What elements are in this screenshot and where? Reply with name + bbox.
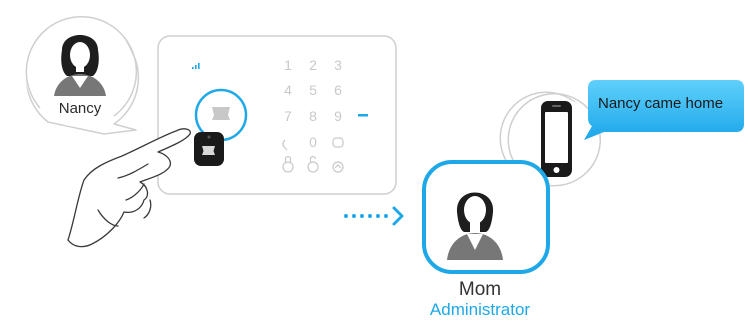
- key-6: 6: [334, 82, 342, 98]
- smartphone-icon: [541, 101, 572, 177]
- unlock-key-icon: [307, 155, 319, 173]
- key-0: 0: [309, 134, 317, 150]
- lock-key-icon: [282, 155, 294, 173]
- hand-icon: [67, 128, 191, 248]
- recipient-name-label: Mom: [458, 279, 502, 300]
- sos-key-icon: [332, 137, 344, 148]
- rfid-tag: [194, 132, 224, 166]
- signal-icon: [192, 63, 200, 69]
- mom-avatar-icon: [447, 192, 503, 260]
- keypad-indicator: [358, 114, 368, 117]
- sms-bubble: [584, 80, 744, 140]
- key-1: 1: [284, 57, 292, 73]
- nancy-name-label: Nancy: [58, 100, 102, 117]
- notification-message: Nancy came home: [598, 95, 724, 112]
- key-5: 5: [309, 82, 317, 98]
- key-2: 2: [309, 57, 317, 73]
- rfid-reader-icon: [212, 107, 230, 120]
- home-key-icon: [332, 161, 344, 173]
- alarm-panel: 1 2 3 4 5 6 7 8 9 0: [157, 35, 397, 195]
- recipient-role-label: Administrator: [429, 300, 531, 319]
- key-8: 8: [309, 108, 317, 124]
- flow-arrow: [344, 206, 404, 226]
- key-9: 9: [334, 108, 342, 124]
- key-4: 4: [284, 82, 292, 98]
- keypad: 1 2 3 4 5 6 7 8 9 0: [282, 57, 368, 173]
- key-7: 7: [284, 108, 292, 124]
- nancy-avatar-icon: [54, 35, 106, 96]
- phone-key-icon: [282, 139, 288, 151]
- key-3: 3: [334, 57, 342, 73]
